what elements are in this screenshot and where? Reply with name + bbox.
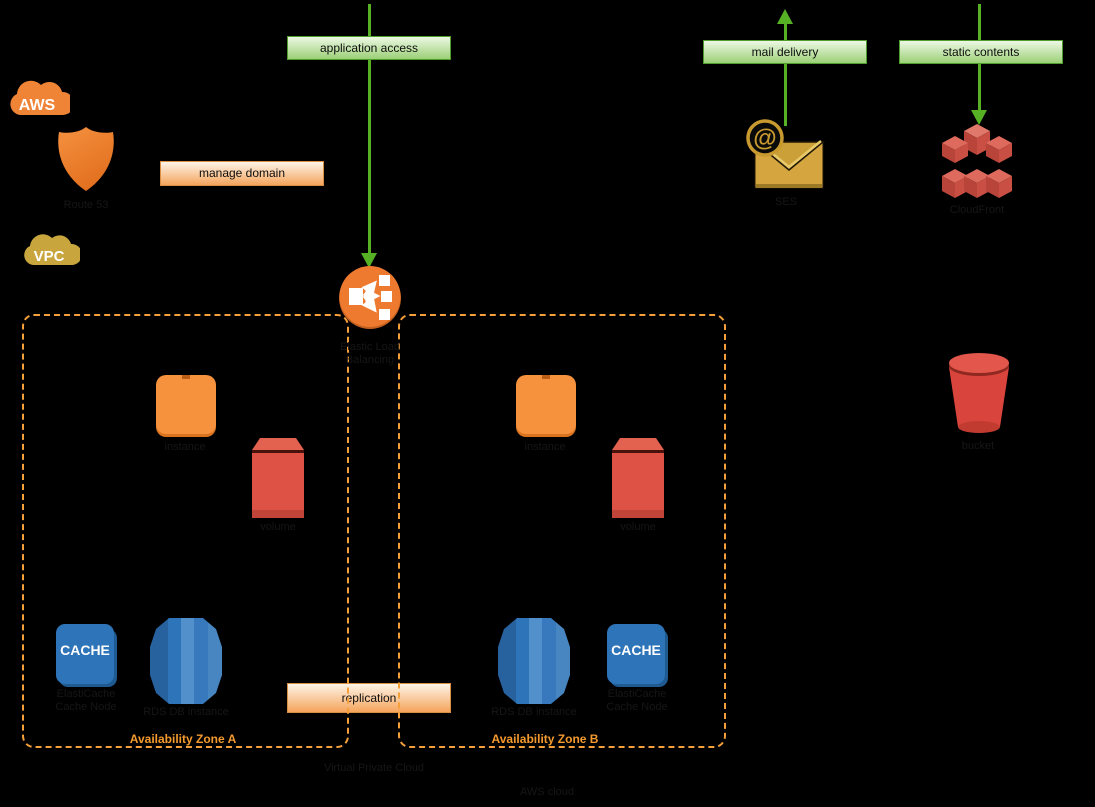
volume-a-icon xyxy=(252,434,304,518)
vpc-cloud-text: VPC xyxy=(34,248,65,265)
instance-b-icon xyxy=(515,374,577,438)
replication-label: replication xyxy=(287,683,451,713)
route53-shield-icon xyxy=(52,122,120,196)
static-contents-label: static contents xyxy=(899,40,1063,64)
ses-at-symbol: @ xyxy=(753,125,776,152)
manage-domain-label: manage domain xyxy=(160,161,324,186)
mail-delivery-label: mail delivery xyxy=(703,40,867,64)
cache-a-text: CACHE xyxy=(60,642,110,658)
instance-a-icon xyxy=(155,374,217,438)
rds-db-a-icon xyxy=(150,616,222,706)
elasticache-b-icon: CACHE xyxy=(607,624,668,688)
route53-label: Route 53 xyxy=(63,199,109,211)
aws-cloud-icon: AWS xyxy=(6,72,70,118)
volume-a-label: volume xyxy=(260,521,296,533)
cloudfront-label: CloudFront xyxy=(949,204,1005,216)
elasticache-b-label: ElastiCache Cache Node xyxy=(606,688,668,713)
ses-envelope-icon: @ xyxy=(740,110,826,192)
rds-db-a-label: RDS DB instance xyxy=(143,706,229,718)
elasticache-a-label: ElastiCache Cache Node xyxy=(55,688,117,713)
mail-delivery-line-top xyxy=(784,24,787,40)
availability-zone-b-box xyxy=(398,314,726,748)
elb-label: Elastic Load Balancing xyxy=(340,341,400,366)
application-access-label: application access xyxy=(287,36,451,60)
cache-b-text: CACHE xyxy=(611,642,661,658)
static-contents-line-bottom xyxy=(978,64,981,110)
static-contents-line-top xyxy=(978,4,981,40)
volume-b-label: volume xyxy=(620,521,656,533)
s3-bucket-icon xyxy=(946,351,1012,437)
volume-b-icon xyxy=(612,434,664,518)
availability-zone-a-box xyxy=(22,314,349,748)
instance-b-label: instance xyxy=(524,441,566,453)
arrow-down-to-elb-icon xyxy=(361,253,377,268)
elb-icon xyxy=(337,265,403,331)
application-access-line-top xyxy=(368,4,371,36)
aws-cloud-caption: AWS cloud xyxy=(519,786,574,798)
vpc-caption: Virtual Private Cloud xyxy=(323,762,425,774)
rds-db-b-label: RDS DB instance xyxy=(491,706,577,718)
s3-bucket-label: bucket xyxy=(961,440,995,452)
ses-label: SES xyxy=(774,196,797,208)
vpc-cloud-icon: VPC xyxy=(20,226,80,268)
instance-a-label: instance xyxy=(164,441,206,453)
mail-delivery-line-bottom xyxy=(784,64,787,126)
elasticache-a-icon: CACHE xyxy=(56,624,117,688)
arrow-down-to-cloudfront-icon xyxy=(971,110,987,125)
cloudfront-icon xyxy=(942,124,1012,198)
arrow-up-mail-delivery-icon xyxy=(777,9,793,24)
application-access-line-bottom xyxy=(368,60,371,253)
rds-db-b-icon xyxy=(498,616,570,706)
availability-zone-b-label: Availability Zone B xyxy=(491,732,599,746)
aws-cloud-text: AWS xyxy=(19,97,56,114)
availability-zone-a-label: Availability Zone A xyxy=(129,732,237,746)
